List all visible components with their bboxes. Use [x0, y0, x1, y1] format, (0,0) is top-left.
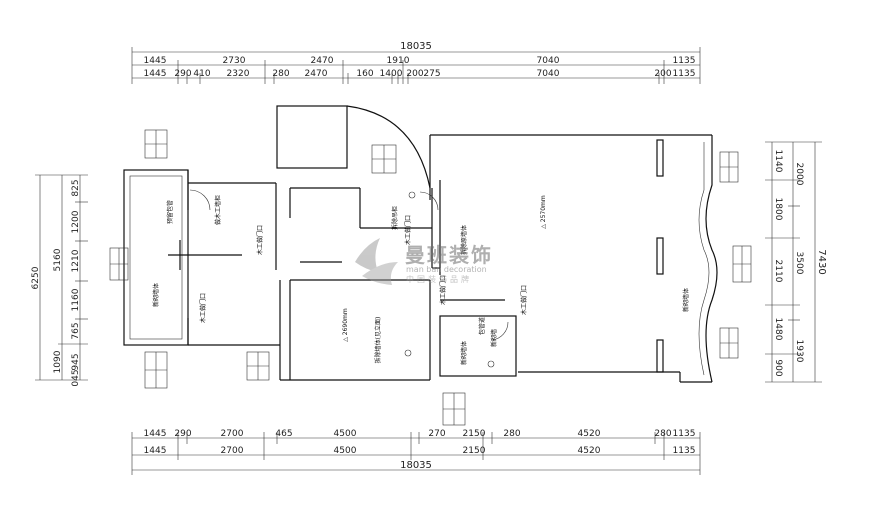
- top-sub-dim-11: 7040: [537, 69, 560, 79]
- right-sub-dim-2: 3500: [794, 252, 804, 275]
- top-dim-6: 1135: [673, 56, 696, 66]
- top-dim-1: 1445: [144, 56, 167, 66]
- watermark: 曼班装饰 man ban decoration 中国装饰品牌: [355, 238, 493, 285]
- top-sub-dim-13: 1135: [673, 69, 696, 79]
- top-sub-dim-3: 410: [193, 69, 210, 79]
- note-new-wall-mid: 新砌墙体: [460, 341, 468, 365]
- marker-box-left: [109, 247, 129, 281]
- bottom-dim-9: 4520: [578, 429, 601, 439]
- left-dim-2: 1090: [53, 350, 63, 373]
- bottom-sub-dim-4: 2150: [463, 446, 486, 456]
- marker-box-right-bottom: [719, 327, 739, 359]
- top-sub-dim-2: 290: [174, 69, 191, 79]
- top-sub-dim-1: 1445: [144, 69, 167, 79]
- top-dim-3: 2470: [311, 56, 334, 66]
- bottom-total-dim: 18035: [400, 460, 432, 471]
- marker-box-bottom-mid-left: [246, 351, 270, 381]
- left-total-dim: 6250: [31, 266, 41, 289]
- bottom-dim-8: 280: [503, 429, 520, 439]
- top-sub-dim-10: 275: [423, 69, 440, 79]
- right-total-dim: 7430: [816, 249, 827, 274]
- note-new-wall-short: 新砌墙: [490, 329, 498, 347]
- top-sub-dim-6: 2470: [305, 69, 328, 79]
- top-sub-dim-4: 2320: [227, 69, 250, 79]
- left-sub-dim-7: 045: [71, 369, 81, 386]
- note-reserve-pipe: 预留包管: [166, 200, 174, 224]
- bottom-dimensions: 1445 290 2700 465 4500 270 2150 280 4520…: [131, 429, 701, 475]
- right-sub-dim-3: 1930: [794, 340, 804, 363]
- top-dim-2: 2730: [223, 56, 246, 66]
- note-wood-door-left2: 木工做门口: [199, 293, 207, 323]
- note-new-wall-left: 新砌墙体: [152, 283, 160, 307]
- ceiling-height-right: △ 2570mm: [540, 195, 547, 229]
- bottom-dim-3: 2700: [221, 429, 244, 439]
- bottom-sub-dim-5: 4520: [578, 446, 601, 456]
- top-dim-4: 1910: [387, 56, 410, 66]
- note-wood-door-right: 木工做门口: [520, 285, 528, 315]
- right-dim-3: 2110: [773, 260, 783, 283]
- right-sub-dim-1: 2000: [794, 163, 804, 186]
- bottom-dim-1: 1445: [144, 429, 167, 439]
- marker-box-bottom-mid: [442, 392, 466, 426]
- bottom-dim-10: 280: [654, 429, 671, 439]
- watermark-tagline: man ban decoration: [406, 265, 487, 274]
- marker-box-top-mid: [371, 144, 397, 174]
- top-sub-dim-8: 1400: [380, 69, 403, 79]
- room-notes: △ 2570mm △ 2690mm 新砌墙体 新砌墙体 新砌墙体 木工做门口 木…: [152, 195, 690, 365]
- top-dimensions: 18035 1445 2730 2470 1910 7040 1135 1445…: [131, 41, 701, 84]
- walls: [123, 105, 718, 383]
- note-original-wall: 拆除原墙体: [460, 225, 468, 255]
- left-sub-dim-1: 825: [71, 179, 81, 196]
- left-sub-dim-4: 1160: [71, 288, 81, 311]
- note-hanging-cabinet: 拆除吊柜: [391, 206, 399, 230]
- right-dim-4: 1480: [773, 318, 783, 341]
- bottom-sub-dim-1: 1445: [144, 446, 167, 456]
- bottom-dim-2: 290: [174, 429, 191, 439]
- right-dim-5: 900: [773, 359, 783, 376]
- note-wood-door-left: 木工做门口: [256, 225, 264, 255]
- left-sub-dim-5: 765: [71, 322, 81, 339]
- top-sub-dim-5: 280: [272, 69, 289, 79]
- top-sub-dim-12: 200: [654, 69, 671, 79]
- top-sub-dim-9: 200: [406, 69, 423, 79]
- left-sub-dim-6: 945: [71, 353, 81, 370]
- bottom-dim-6: 270: [428, 429, 445, 439]
- watermark-brand: 曼班装饰: [405, 243, 493, 267]
- left-dim-1: 5160: [53, 248, 63, 271]
- top-total-dim: 18035: [400, 41, 432, 52]
- left-sub-dim-3: 1210: [71, 249, 81, 272]
- left-dimensions: 6250 5160 1090 825 1200 1210 1160 765 94…: [31, 174, 88, 387]
- bottom-sub-dim-6: 1135: [673, 446, 696, 456]
- elevation-markers: [109, 129, 752, 426]
- bottom-sub-dim-2: 2700: [221, 446, 244, 456]
- note-wood-door-mid: 木工做门口: [404, 215, 412, 245]
- note-wall-cabinet: 做木工墙柜: [214, 195, 222, 225]
- top-sub-dim-7: 160: [356, 69, 373, 79]
- note-wood-door-mid2: 木工做门口: [439, 275, 447, 305]
- note-new-wall-right: 新砌墙体: [682, 288, 690, 312]
- right-dim-1: 1140: [773, 150, 783, 173]
- bottom-sub-dim-3: 4500: [334, 446, 357, 456]
- watermark-logo-icon: [355, 238, 398, 285]
- marker-box-top-left: [144, 129, 168, 159]
- bottom-dim-4: 465: [275, 429, 292, 439]
- bottom-dim-7: 2150: [463, 429, 486, 439]
- right-dim-2: 1800: [773, 198, 783, 221]
- bottom-dim-11: 1135: [673, 429, 696, 439]
- watermark-sub: 中国装饰品牌: [406, 274, 472, 284]
- marker-box-bottom-left: [144, 351, 168, 389]
- left-sub-dim-2: 1200: [71, 210, 81, 233]
- top-dim-5: 7040: [537, 56, 560, 66]
- marker-box-right-top: [719, 151, 739, 183]
- marker-box-right-mid: [732, 245, 752, 283]
- note-pipe-wrap: 包管道: [478, 317, 486, 335]
- note-relocate-door: 拆除墙体(见立面): [374, 317, 382, 364]
- right-dimensions: 1140 1800 2110 1480 900 2000 3500 1930 7…: [765, 141, 827, 383]
- bottom-dim-5: 4500: [334, 429, 357, 439]
- ceiling-height-mid: △ 2690mm: [342, 308, 349, 342]
